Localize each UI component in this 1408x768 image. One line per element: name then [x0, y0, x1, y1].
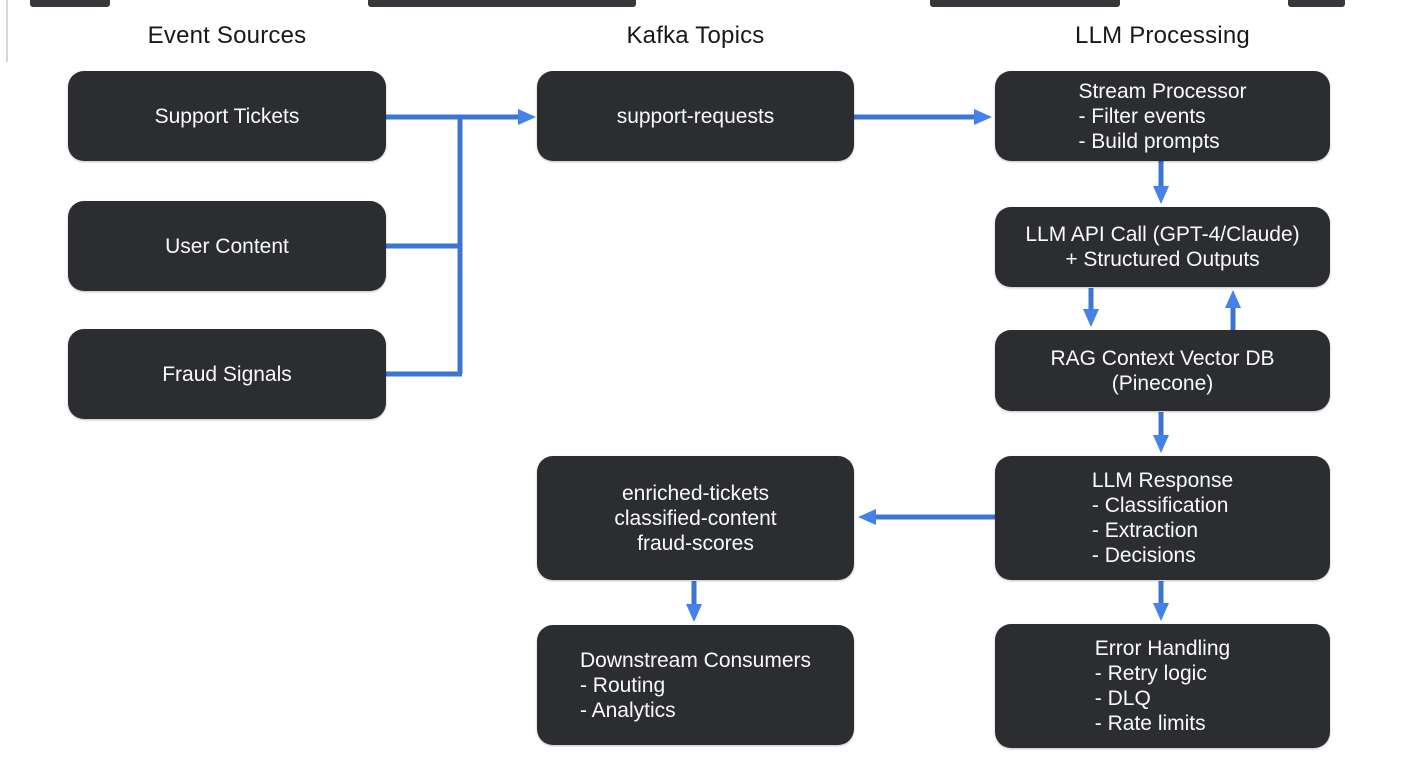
node-title: Downstream Consumers: [579, 648, 812, 672]
node-downstream-consumers[interactable]: Downstream Consumers - Routing - Analyti…: [537, 625, 854, 745]
node-label: + Structured Outputs: [1065, 248, 1260, 271]
node-label: (Pinecone): [1111, 371, 1214, 395]
node-label: LLM API Call (GPT-4/Claude): [1025, 223, 1300, 246]
cropped-line-artifact: [6, 0, 8, 62]
node-support-tickets[interactable]: Support Tickets: [68, 71, 386, 161]
node-fraud-signals[interactable]: Fraud Signals: [68, 329, 386, 419]
node-title: Stream Processor: [1078, 79, 1247, 103]
node-label: enriched-tickets: [621, 481, 770, 505]
node-bullet: - Routing: [579, 673, 666, 697]
node-bullet: - DLQ: [1094, 687, 1151, 710]
column-header-kafka-topics: Kafka Topics: [626, 22, 765, 49]
node-stream-processor[interactable]: Stream Processor - Filter events - Build…: [995, 71, 1330, 161]
node-bullet: - Analytics: [579, 698, 676, 722]
node-bullet: - Retry logic: [1094, 662, 1207, 685]
node-llm-response[interactable]: LLM Response - Classification - Extracti…: [995, 456, 1330, 580]
cropped-node-artifact: [30, 0, 110, 7]
node-bullet: - Extraction: [1091, 519, 1199, 542]
node-label: Support Tickets: [154, 104, 300, 128]
node-label: Fraud Signals: [162, 362, 292, 386]
node-support-requests[interactable]: support-requests: [537, 71, 854, 161]
node-bullet: - Filter events: [1078, 104, 1206, 128]
node-error-handling[interactable]: Error Handling - Retry logic - DLQ - Rat…: [995, 624, 1330, 748]
node-enriched-topics[interactable]: enriched-tickets classified-content frau…: [537, 456, 854, 580]
node-label: User Content: [165, 234, 289, 258]
node-llm-api-call[interactable]: LLM API Call (GPT-4/Claude) + Structured…: [995, 207, 1330, 287]
node-bullet: - Classification: [1091, 494, 1229, 517]
node-label: classified-content: [614, 506, 777, 530]
node-bullet: - Decisions: [1091, 544, 1196, 567]
node-title: LLM Response: [1091, 469, 1234, 492]
node-user-content[interactable]: User Content: [68, 201, 386, 291]
column-header-llm-processing: LLM Processing: [1075, 22, 1250, 49]
node-bullet: - Build prompts: [1078, 129, 1220, 153]
node-bullet: - Rate limits: [1094, 712, 1206, 735]
node-label: RAG Context Vector DB: [1050, 346, 1275, 370]
cropped-node-artifact: [1288, 0, 1345, 7]
cropped-node-artifact: [930, 0, 1120, 7]
cropped-node-artifact: [368, 0, 636, 7]
node-label: support-requests: [616, 104, 775, 128]
column-header-event-sources: Event Sources: [147, 22, 307, 49]
node-label: fraud-scores: [637, 531, 754, 555]
node-rag-context[interactable]: RAG Context Vector DB (Pinecone): [995, 330, 1330, 411]
node-title: Error Handling: [1094, 637, 1231, 660]
